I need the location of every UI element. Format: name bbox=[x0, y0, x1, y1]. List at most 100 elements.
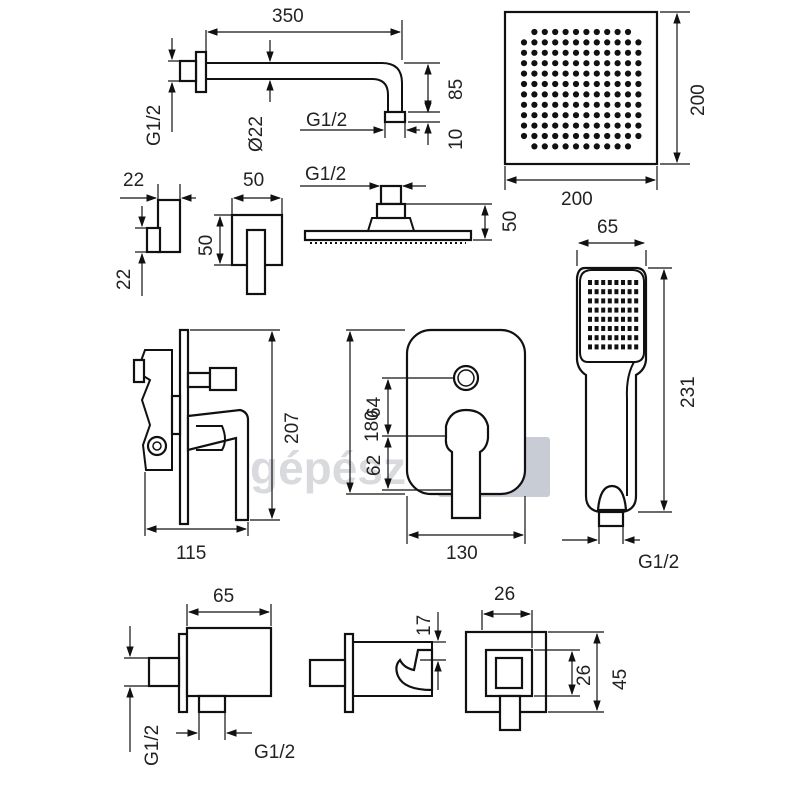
nozzle-dot bbox=[624, 112, 632, 119]
nozzle-dot bbox=[572, 28, 580, 36]
hand-nozzle bbox=[627, 280, 632, 285]
hand-nozzle bbox=[627, 307, 632, 313]
nozzle-dot bbox=[604, 70, 611, 77]
hand-nozzle bbox=[607, 344, 612, 350]
dim-hand-width-label: 65 bbox=[597, 217, 618, 238]
hand-nozzle bbox=[588, 280, 592, 285]
shower-head-body bbox=[303, 229, 473, 242]
nozzle-dot bbox=[552, 101, 559, 108]
hand-nozzle bbox=[634, 316, 639, 322]
wall-flange-drawing: 22 22 bbox=[114, 170, 196, 296]
nozzle-dot bbox=[541, 112, 548, 119]
nozzle-dot bbox=[520, 60, 528, 67]
nozzle-dot bbox=[552, 28, 559, 36]
nozzle-dot bbox=[593, 122, 600, 129]
nozzle-dot bbox=[541, 60, 548, 67]
nozzle-dot bbox=[541, 132, 548, 140]
dim-flange-width-label: 22 bbox=[123, 170, 144, 191]
wall-flange bbox=[156, 198, 182, 254]
mixer-outlet bbox=[208, 366, 238, 392]
nozzle-dot bbox=[593, 28, 600, 36]
nozzle-dot bbox=[583, 91, 590, 98]
nozzle-dot bbox=[520, 80, 528, 88]
nozzle-dot bbox=[541, 39, 548, 46]
elbow-inlet bbox=[147, 656, 181, 688]
nozzle-dot bbox=[614, 122, 621, 129]
dim-hand-thread-label: G1/2 bbox=[638, 552, 679, 573]
hand-nozzle bbox=[601, 289, 606, 295]
nozzle-dot bbox=[583, 122, 590, 129]
shower-plate bbox=[503, 10, 659, 166]
nozzle-dot bbox=[520, 49, 528, 56]
nozzle-dot bbox=[604, 112, 611, 119]
nozzle-dot bbox=[572, 49, 580, 56]
hand-nozzle bbox=[621, 316, 625, 322]
nozzle-dot bbox=[562, 143, 569, 150]
nozzle-dot bbox=[562, 70, 569, 77]
nozzle-dot bbox=[541, 91, 548, 98]
hand-nozzle bbox=[601, 280, 606, 285]
nozzle-dot bbox=[562, 101, 569, 108]
shower-head-side-drawing: G1/2 50 bbox=[300, 164, 521, 244]
hand-nozzle bbox=[621, 289, 625, 295]
nozzle-dot bbox=[520, 132, 528, 140]
nozzle-dot bbox=[635, 91, 642, 98]
nozzle-dot bbox=[541, 28, 548, 36]
nozzle-dot bbox=[552, 132, 559, 140]
dim-head-thread-label: G1/2 bbox=[305, 164, 346, 185]
arm-pipe bbox=[206, 62, 403, 112]
hand-nozzle bbox=[594, 316, 599, 322]
nozzle-dot bbox=[593, 112, 600, 119]
hand-nozzle bbox=[621, 326, 625, 331]
nozzle-dot bbox=[614, 132, 621, 140]
hand-nozzle bbox=[588, 289, 592, 295]
dim-holder-inner-label: 26 bbox=[574, 665, 595, 686]
dim-arm-thread-bottom-label: G1/2 bbox=[306, 110, 347, 131]
nozzle-dot bbox=[552, 49, 559, 56]
dim-holder-height-label: 45 bbox=[610, 669, 631, 690]
hand-nozzle bbox=[594, 289, 599, 295]
nozzle-dot bbox=[520, 101, 528, 108]
nozzle-dot bbox=[604, 49, 611, 56]
dim-face-height-label: 180 bbox=[362, 410, 383, 442]
nozzle-dot bbox=[614, 39, 621, 46]
hand-nozzle bbox=[614, 307, 619, 313]
mixer-port bbox=[146, 435, 168, 457]
nozzle-dot bbox=[531, 70, 538, 77]
shower-head-connector bbox=[379, 184, 403, 206]
nozzle-dot bbox=[635, 39, 642, 46]
nozzle-dot bbox=[531, 80, 538, 88]
hand-nozzle bbox=[594, 344, 599, 350]
hand-nozzle bbox=[634, 335, 639, 341]
nozzle-dot bbox=[552, 91, 559, 98]
holder-side-drawing: 17 bbox=[308, 612, 446, 714]
nozzle-dot bbox=[572, 122, 580, 129]
dim-hand-length-label: 231 bbox=[678, 376, 699, 408]
nozzle-dot bbox=[552, 60, 559, 67]
nozzle-dot bbox=[562, 49, 569, 56]
hand-nozzle bbox=[607, 280, 612, 285]
nozzle-dot bbox=[562, 28, 569, 36]
hand-nozzle bbox=[607, 307, 612, 313]
hand-nozzle bbox=[627, 335, 632, 341]
nozzle-dot bbox=[604, 91, 611, 98]
arm-outlet bbox=[383, 110, 407, 124]
nozzle-dot bbox=[593, 143, 600, 150]
nozzle-dot bbox=[531, 132, 538, 140]
hand-nozzle bbox=[607, 289, 612, 295]
hand-nozzle bbox=[601, 316, 606, 322]
nozzle-dot bbox=[583, 112, 590, 119]
hand-shower-base bbox=[596, 484, 628, 512]
holder-cradle bbox=[395, 648, 434, 692]
nozzle-dot bbox=[562, 91, 569, 98]
dim-mixer-depth-label: 115 bbox=[176, 543, 206, 564]
nozzle-dot bbox=[624, 28, 632, 36]
nozzle-dot bbox=[562, 112, 569, 119]
nozzle-dot bbox=[572, 70, 580, 77]
nozzle-dot bbox=[562, 122, 569, 129]
nozzle-dot bbox=[552, 80, 559, 88]
nozzle-dot bbox=[624, 60, 632, 67]
hand-nozzle bbox=[634, 298, 639, 304]
hand-nozzle bbox=[627, 289, 632, 295]
hand-nozzle bbox=[627, 298, 632, 304]
